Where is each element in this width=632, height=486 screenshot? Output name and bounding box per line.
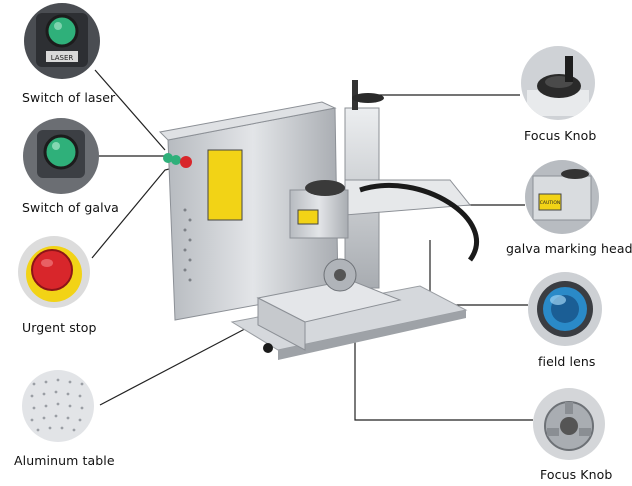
fiber-cable [359,183,479,262]
label-urgent-stop: Urgent stop [22,320,97,335]
label-aluminum-table: Aluminum table [14,453,115,468]
laser-switch-small [163,153,173,163]
galva-button-icon [37,130,85,178]
emergency-stop-icon [26,246,82,302]
warning-label-panel [207,149,243,221]
warning-sticker-text: CAUTION [540,200,561,206]
callout-focus-knob-bottom [533,388,605,460]
callout-aluminum-table [22,370,94,442]
label-switch-galva: Switch of galva [22,200,119,215]
callout-field-lens [528,272,602,346]
label-focus-knob-top: Focus Knob [524,128,597,143]
laser-button-icon: LASER [36,13,88,67]
label-focus-knob-bottom: Focus Knob [540,467,613,482]
top-focus-knob [352,93,384,103]
callout-urgent-stop [18,236,90,308]
label-galva-head: galva marking head [506,241,632,256]
leader-switch-laser [94,69,166,151]
callout-galva-head: CAUTION [525,160,599,234]
stop-switch-small [180,156,192,168]
callout-switch-laser: LASER [24,3,100,79]
callout-switch-galva [23,118,99,194]
galva-switch-small [171,155,181,165]
label-switch-laser: Switch of laser [22,90,116,105]
table-knob [263,343,273,353]
galva-head-icon: CAUTION [532,169,592,221]
rotary-chuck-icon [544,401,594,451]
focus-knob-icon [527,56,589,116]
callout-focus-knob-top [521,46,595,120]
field-lens-icon [537,281,593,337]
laser-button-caption: LASER [51,54,74,62]
label-field-lens: field lens [538,354,596,369]
perforated-table-icon [30,378,84,432]
